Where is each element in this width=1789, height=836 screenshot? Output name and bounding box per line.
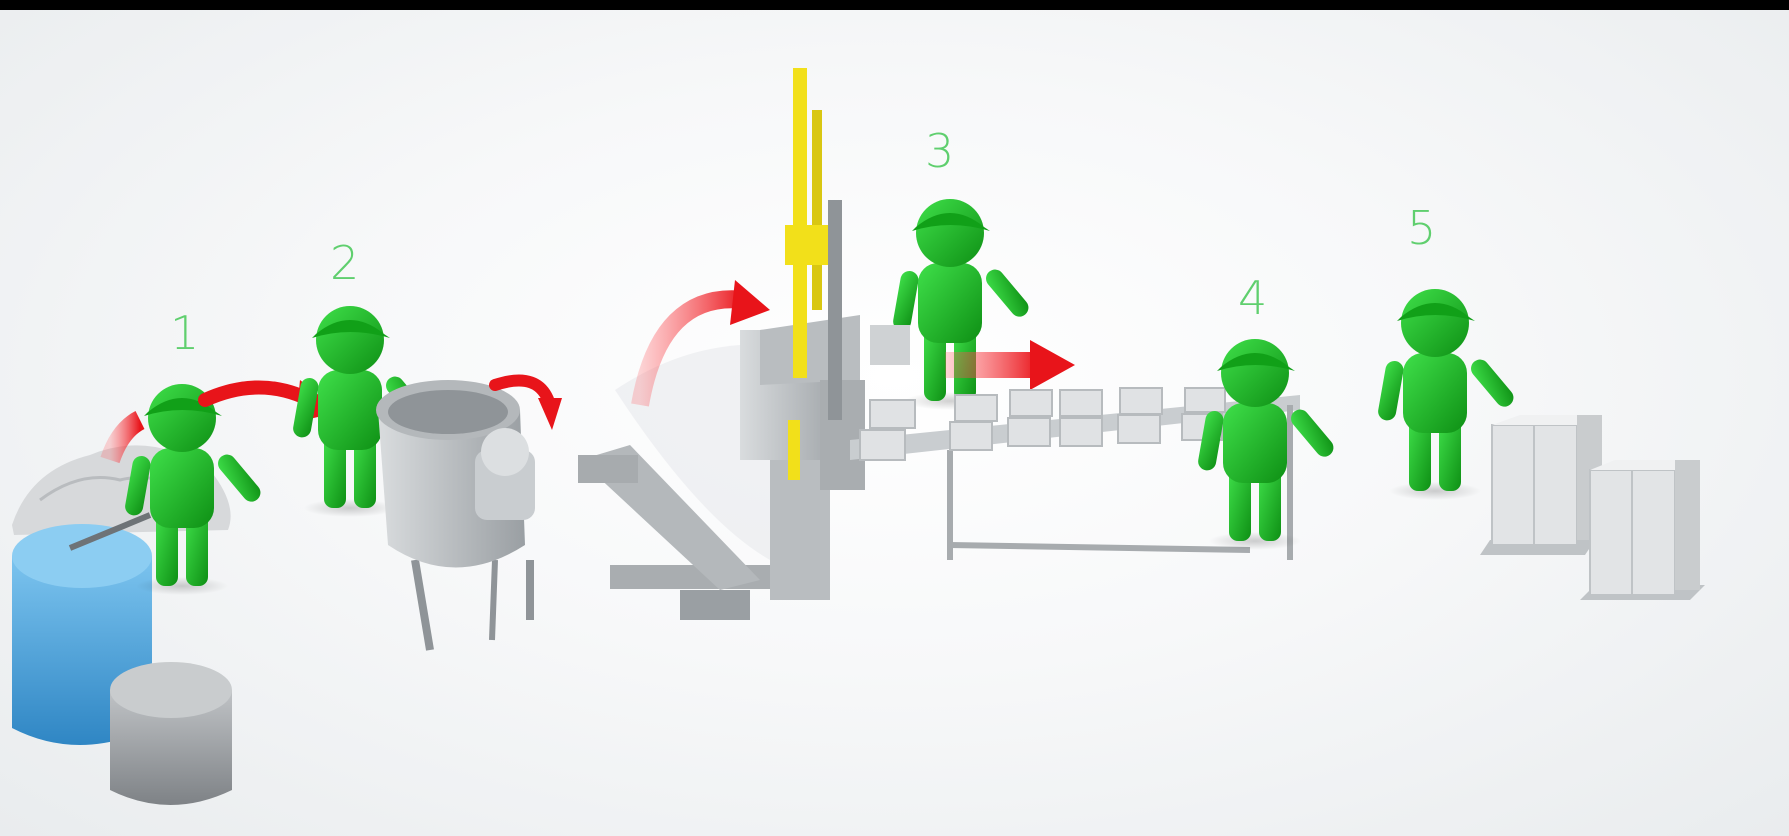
step-number-1: 1 [170, 310, 199, 356]
top-border [0, 0, 1789, 10]
brick-stack-icon [1580, 460, 1705, 600]
worker-icon [870, 199, 1032, 410]
mixer-icon [376, 380, 535, 650]
brick-stack-icon [1480, 415, 1602, 555]
worker-icon [1197, 339, 1337, 550]
press-machine-icon [578, 68, 865, 620]
cement-drum-icon [110, 662, 232, 805]
step-number-2: 2 [330, 240, 359, 286]
step-number-3: 3 [925, 128, 954, 174]
step-number-4: 4 [1238, 275, 1267, 321]
step-number-5: 5 [1407, 205, 1436, 251]
